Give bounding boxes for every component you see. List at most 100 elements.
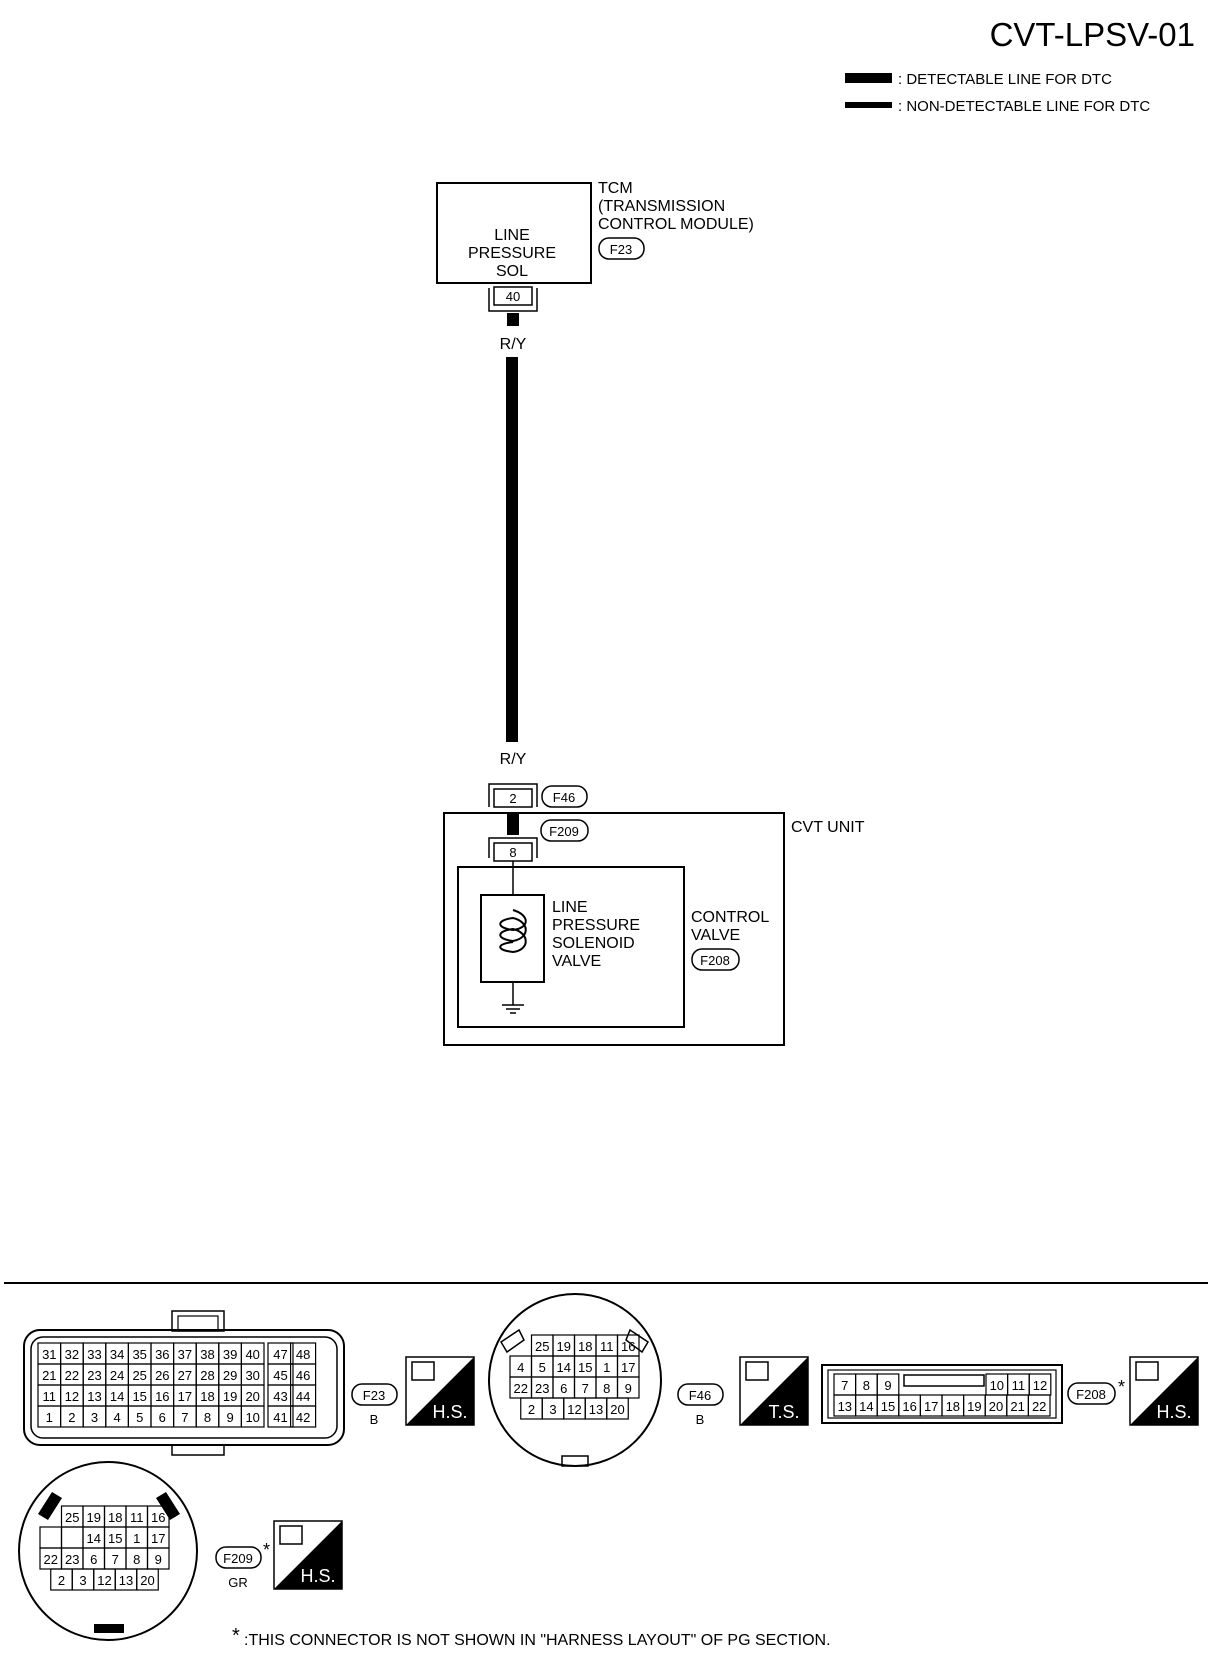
tcm-pin-bracket <box>488 288 538 312</box>
f23-pin: 27 <box>178 1368 192 1383</box>
f23-pin: 28 <box>200 1368 214 1383</box>
f46-color: B <box>696 1412 705 1427</box>
tcm-connector-oval <box>598 237 645 260</box>
f23-pin: 29 <box>223 1368 237 1383</box>
f209-color: GR <box>228 1575 248 1590</box>
f23-hs-badge: H.S. <box>405 1356 475 1426</box>
f209-connector-label: F209 <box>549 824 579 839</box>
f209-pin: 15 <box>108 1531 122 1546</box>
f46-label-oval <box>677 1383 724 1406</box>
f46-pin: 3 <box>549 1402 556 1417</box>
f23-pin: 4 <box>113 1410 120 1425</box>
f208-pin: 21 <box>1010 1399 1024 1414</box>
f23-pin: 37 <box>178 1347 192 1362</box>
f23-pin: 24 <box>110 1368 124 1383</box>
f23-pin: 5 <box>136 1410 143 1425</box>
footnote-text: :THIS CONNECTOR IS NOT SHOWN IN "HARNESS… <box>244 1632 831 1649</box>
f23-pin: 16 <box>155 1389 169 1404</box>
f209-connector-icon <box>279 1525 303 1545</box>
f46-key-left <box>499 1328 525 1354</box>
f208-pin: 7 <box>841 1378 848 1393</box>
tcm-connector-label: F23 <box>610 242 632 257</box>
f23-pin: 11 <box>43 1389 57 1404</box>
f23-pin: 32 <box>65 1347 79 1362</box>
solenoid-line-3: SOLENOID <box>552 935 635 952</box>
f208-pin: 14 <box>859 1399 873 1414</box>
f23-pin: 31 <box>42 1347 56 1362</box>
f46-pin: 2 <box>528 1402 535 1417</box>
solenoid-line-4: VALVE <box>552 953 601 970</box>
tcm-pin-number: 40 <box>506 289 520 304</box>
f23-pin: 36 <box>155 1347 169 1362</box>
f46-key-right <box>625 1328 650 1354</box>
f23-pin: 44 <box>296 1389 310 1404</box>
f23-pin: 39 <box>223 1347 237 1362</box>
f209-pin: 9 <box>155 1552 162 1567</box>
control-valve-line-1: CONTROL <box>691 909 769 926</box>
f46-ts-badge: T.S. <box>739 1356 809 1426</box>
f46-pin-cell <box>606 1397 629 1420</box>
f209-pin: 11 <box>130 1510 144 1525</box>
solenoid-coil-icon <box>499 909 527 954</box>
f23-pin: 15 <box>132 1389 146 1404</box>
f46-pin: 4 <box>517 1360 524 1375</box>
f23-pin: 47 <box>273 1347 287 1362</box>
f46-connector-label: F46 <box>553 790 575 805</box>
f23-pin: 2 <box>68 1410 75 1425</box>
f208-pin-cell <box>1027 1394 1051 1417</box>
f208-outer-shell <box>821 1364 1063 1424</box>
f46-pin: 11 <box>600 1339 614 1354</box>
f209-pin-bracket <box>488 837 538 858</box>
f209-pin: 2 <box>58 1573 65 1588</box>
f208-pin: 8 <box>863 1378 870 1393</box>
f209-pin: 16 <box>151 1510 165 1525</box>
f46-pin: 15 <box>578 1360 592 1375</box>
f23-pin: 12 <box>65 1389 79 1404</box>
f209-key-left <box>38 1492 62 1520</box>
f209-pin: 12 <box>97 1573 111 1588</box>
f23-connector-icon <box>411 1361 435 1381</box>
f209-hs-badge: H.S. <box>273 1520 343 1590</box>
f23-pin: 48 <box>296 1347 310 1362</box>
f208-inner-shell <box>827 1369 1057 1419</box>
f46-pin-bracket <box>488 783 538 807</box>
f208-label: F208 <box>1076 1387 1106 1402</box>
f209-connector-oval <box>540 819 589 842</box>
f23-pin: 33 <box>87 1347 101 1362</box>
f46-pin-number: 2 <box>509 791 516 806</box>
f23-pin-cell <box>240 1405 265 1428</box>
f208-pin: 15 <box>881 1399 895 1414</box>
tcm-title-1: TCM <box>598 180 633 197</box>
f23-pin: 20 <box>245 1389 259 1404</box>
f46-pin: 7 <box>582 1381 589 1396</box>
f208-asterisk: * <box>1118 1377 1125 1397</box>
f23-pin: 25 <box>132 1368 146 1383</box>
f208-pin: 13 <box>838 1399 852 1414</box>
solenoid-box <box>480 894 545 983</box>
f23-label-oval <box>351 1383 398 1406</box>
f209-pin-cell <box>39 1526 63 1549</box>
f46-pin: 13 <box>589 1402 603 1417</box>
f46-pin: 23 <box>535 1381 549 1396</box>
cvt-unit-box <box>443 812 785 1046</box>
tcm-title-2: (TRANSMISSION <box>598 198 725 215</box>
f23-pin: 23 <box>87 1368 101 1383</box>
f23-pin: 18 <box>200 1389 214 1404</box>
f46-label: F46 <box>689 1388 711 1403</box>
f23-pin: 26 <box>155 1368 169 1383</box>
f209-badge-text: H.S. <box>300 1566 335 1586</box>
wire-detectable-line <box>506 357 518 742</box>
f46-badge-text: T.S. <box>768 1402 799 1422</box>
f209-outer-circle <box>18 1461 198 1641</box>
control-valve-box <box>457 866 685 1028</box>
f209-pin: 13 <box>119 1573 133 1588</box>
f23-inner-shell <box>30 1336 338 1439</box>
f209-pin-cell <box>136 1568 159 1591</box>
f208-pin: 9 <box>884 1378 891 1393</box>
